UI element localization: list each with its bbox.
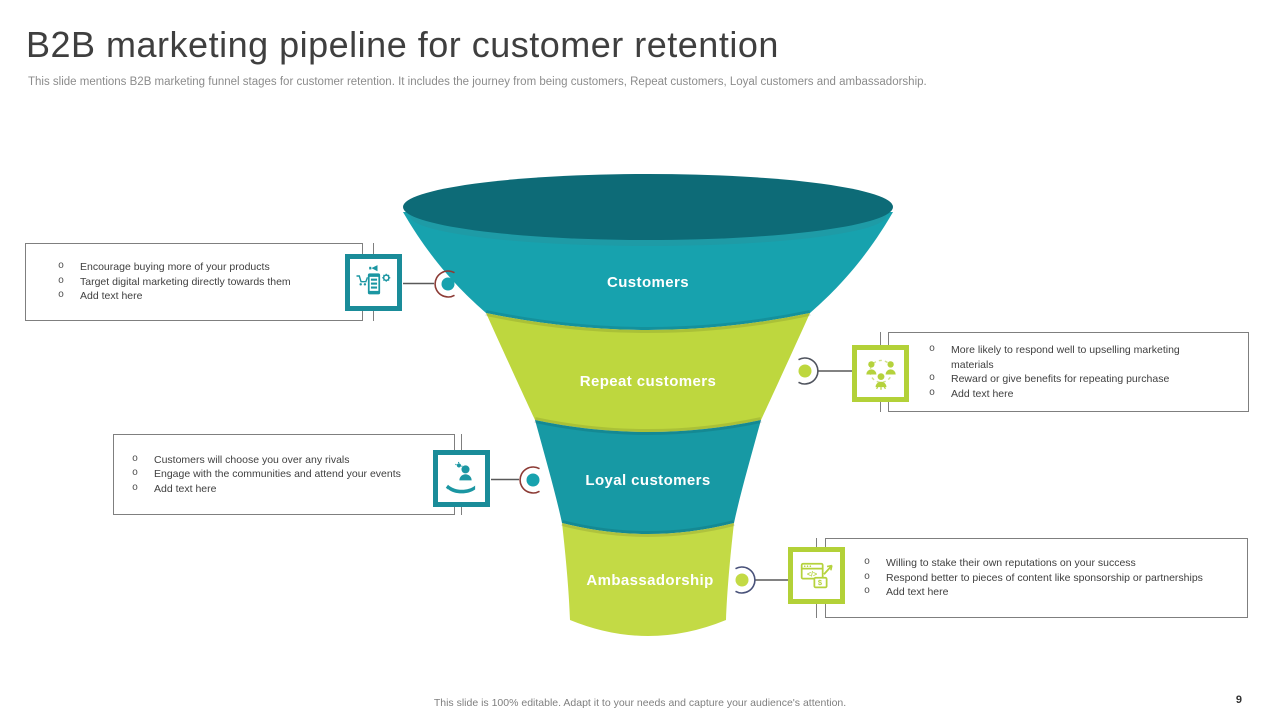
band-shadow [534, 417, 762, 435]
bullet-item: o Add text here [54, 289, 302, 304]
footer-note: This slide is 100% editable. Adapt it to… [433, 697, 847, 709]
svg-text:$: $ [817, 578, 822, 587]
digital-marketing-icon [345, 254, 402, 311]
stage-label-ambassadorship: Ambassadorship [586, 572, 714, 589]
connector-customers [403, 270, 455, 298]
funnel-stage-loyal-customers [535, 420, 761, 534]
bullet-item: o More likely to respond well to upselli… [925, 343, 1238, 372]
sponsorship-content-icon: </> $ [788, 547, 845, 604]
funnel-rim [403, 174, 893, 240]
band-shadow [485, 310, 811, 333]
customer-network-icon [852, 345, 909, 402]
bullet-item: o Respond better to pieces of content li… [860, 571, 1239, 586]
bullet-item: o Add text here [925, 387, 1238, 402]
bullet-icon: o [57, 275, 64, 287]
callout-ambassadorship: o Willing to stake their own reputations… [825, 538, 1248, 618]
bullet-item: o Add text here [128, 482, 402, 497]
bullet-icon: o [863, 557, 870, 569]
callout-customers: o Encourage buying more of your products… [25, 243, 363, 321]
bullet-icon: o [131, 482, 138, 494]
callout-repeat-customers: o More likely to respond well to upselli… [888, 332, 1249, 412]
bullet-item: o Customers will choose you over any riv… [128, 453, 402, 468]
page-subtitle: This slide mentions B2B marketing funnel… [28, 76, 927, 88]
bullet-icon: o [131, 453, 138, 465]
funnel-stage-ambassadorship [562, 523, 734, 636]
bullet-item: o Encourage buying more of your products [54, 260, 302, 275]
bullet-item: o Add text here [860, 585, 1239, 600]
connector-ambassadorship [735, 566, 789, 594]
bullet-icon: o [928, 344, 935, 355]
stage-label-customers: Customers [607, 274, 689, 291]
bullet-item: o Reward or give benefits for repeating … [925, 372, 1238, 387]
svg-text:</>: </> [806, 571, 816, 578]
bullet-icon: o [928, 387, 935, 399]
stage-label-loyal-customers: Loyal customers [585, 472, 711, 489]
bullet-item: o Engage with the communities and attend… [128, 467, 402, 482]
connector-loyal-customers [491, 466, 540, 494]
band-shadow [561, 520, 735, 537]
bullet-item: o Willing to stake their own reputations… [860, 556, 1239, 571]
page-title: B2B marketing pipeline for customer rete… [26, 24, 779, 65]
callout-loyal-customers: o Customers will choose you over any riv… [113, 434, 455, 515]
customer-care-icon [433, 450, 490, 507]
connector-repeat-customers [798, 357, 852, 385]
bullet-icon: o [57, 290, 64, 302]
stage-label-repeat-customers: Repeat customers [579, 373, 717, 390]
funnel-stage-repeat-customers [486, 313, 810, 432]
bullet-item: o Target digital marketing directly towa… [54, 275, 302, 290]
page-number: 9 [1235, 694, 1242, 706]
bullet-icon: o [928, 373, 935, 384]
bullet-icon: o [863, 586, 870, 598]
bullet-icon: o [131, 468, 138, 480]
bullet-icon: o [863, 571, 870, 583]
bullet-icon: o [57, 261, 64, 273]
